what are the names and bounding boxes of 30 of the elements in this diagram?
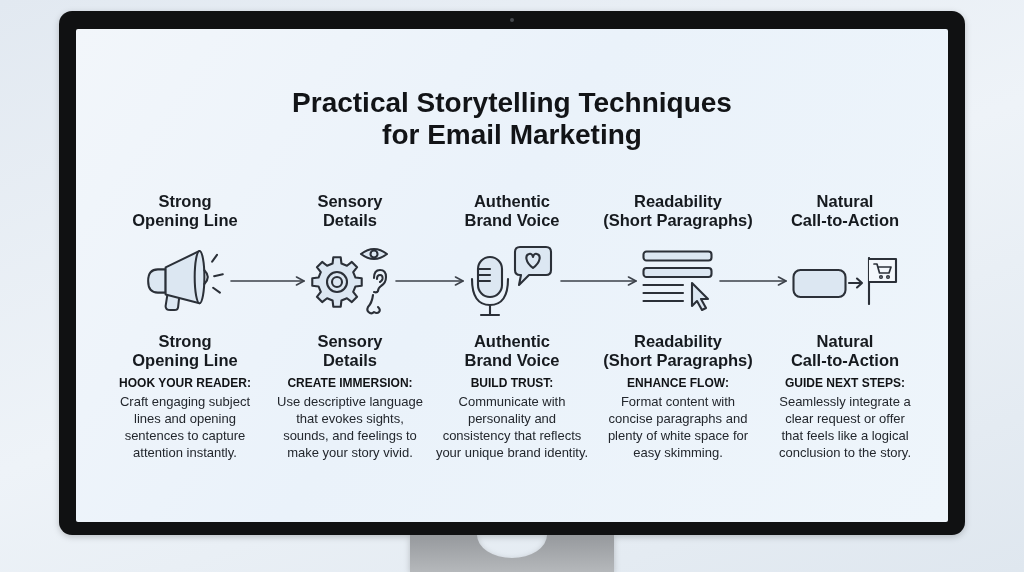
- step-description: Format content with concise paragraphs and plenty of white space for easy skimming.: [606, 392, 750, 461]
- button-arrow-cart-flag-icon: [792, 257, 898, 305]
- diagram-title: Practical Storytelling Techniques for Email Marketing: [291, 87, 733, 151]
- step-description: Communicate with personality and consistency that reflects your unique brand identity.: [434, 392, 590, 461]
- text-lines-cursor-icon: [642, 250, 714, 312]
- step-title: Authentic Brand Voice: [464, 192, 560, 230]
- step-title: Readability (Short Paragraphs): [603, 332, 753, 370]
- step-title: Sensory Details: [317, 192, 383, 230]
- step-title: Natural Call-to-Action: [790, 332, 900, 370]
- step-title: Strong Opening Line: [132, 332, 238, 370]
- step-tagline: GUIDE NEXT STEPS:: [785, 375, 905, 391]
- step-description: Seamlessly integrate a clear request or offer that feels like a logical conclusion to the story.: [778, 392, 912, 461]
- arrow: [230, 276, 305, 286]
- step-tagline: CREATE IMMERSION:: [287, 375, 413, 391]
- gear-eye-ear-nose-icon: [310, 245, 390, 317]
- microphone-speech-bubble-icon: [469, 244, 555, 318]
- step-tagline: BUILD TRUST:: [470, 375, 554, 391]
- step-description: Use descriptive language that evokes sights, sounds, and feelings to make your story vivid.: [276, 392, 424, 461]
- step-title: Authentic Brand Voice: [464, 332, 560, 370]
- arrow: [560, 276, 637, 286]
- step-title: Sensory Details: [317, 332, 383, 370]
- step-description: Craft engaging subject lines and opening sentences to capture attention instantly.: [118, 392, 252, 461]
- megaphone-icon: [145, 249, 225, 313]
- step-tagline: HOOK YOUR READER:: [119, 375, 251, 391]
- arrow: [395, 276, 464, 286]
- step-title: Readability (Short Paragraphs): [603, 192, 753, 230]
- arrow: [719, 276, 787, 286]
- step-title: Natural Call-to-Action: [790, 192, 900, 230]
- step-title: Strong Opening Line: [132, 192, 238, 230]
- step-tagline: ENHANCE FLOW:: [627, 375, 729, 391]
